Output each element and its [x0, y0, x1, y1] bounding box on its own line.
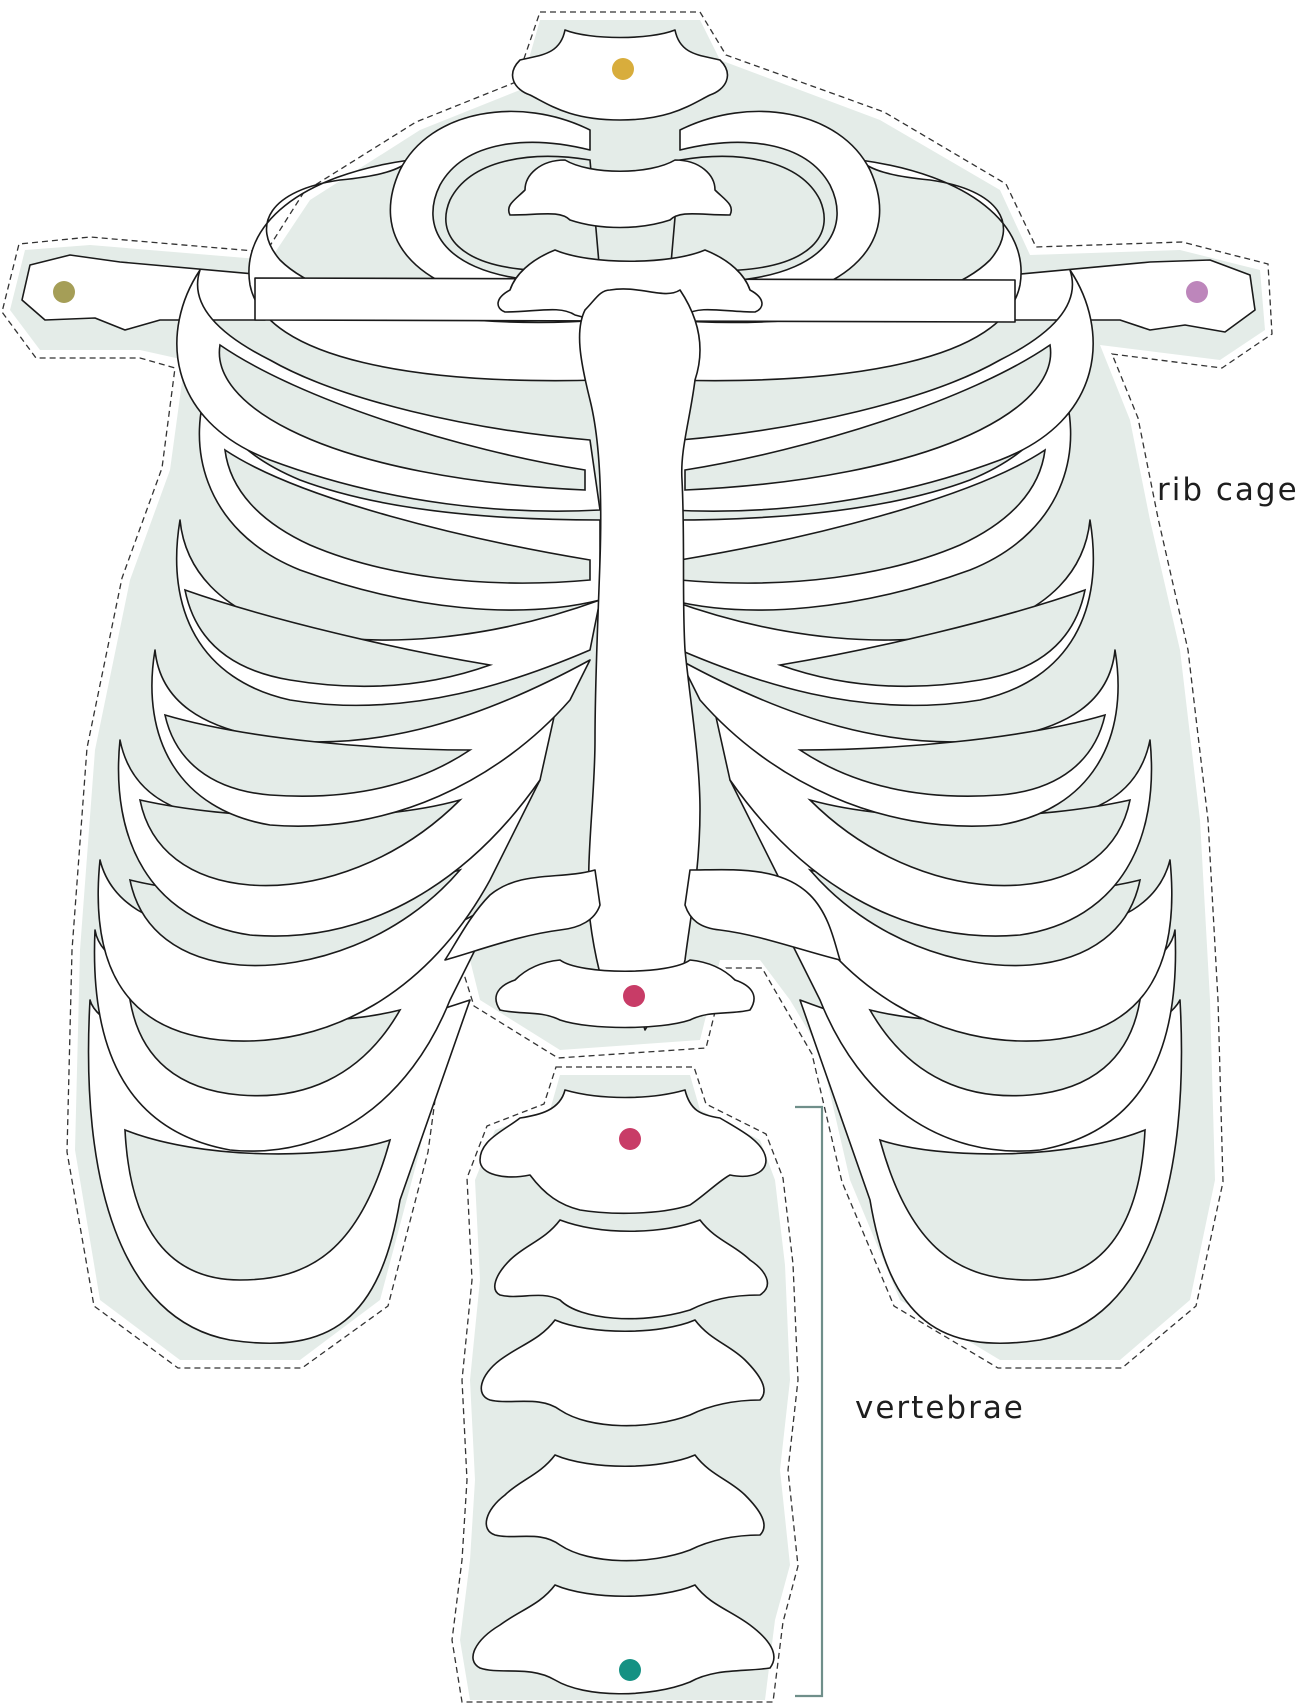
- vertebrae-panel: [452, 1067, 822, 1702]
- sternum-dot: [623, 985, 645, 1007]
- vertebrae-bracket: [795, 1107, 822, 1696]
- rib-cage-label: rib cage: [1157, 472, 1297, 508]
- neck-vertebra-dot: [612, 58, 634, 80]
- vertebra-bottom-dot: [619, 1659, 641, 1681]
- right-clavicle-dot: [1186, 281, 1208, 303]
- vertebrae-label: vertebrae: [855, 1390, 1025, 1426]
- left-clavicle-dot: [53, 281, 75, 303]
- sternum: [580, 289, 700, 1030]
- vertebra-top-dot: [619, 1128, 641, 1150]
